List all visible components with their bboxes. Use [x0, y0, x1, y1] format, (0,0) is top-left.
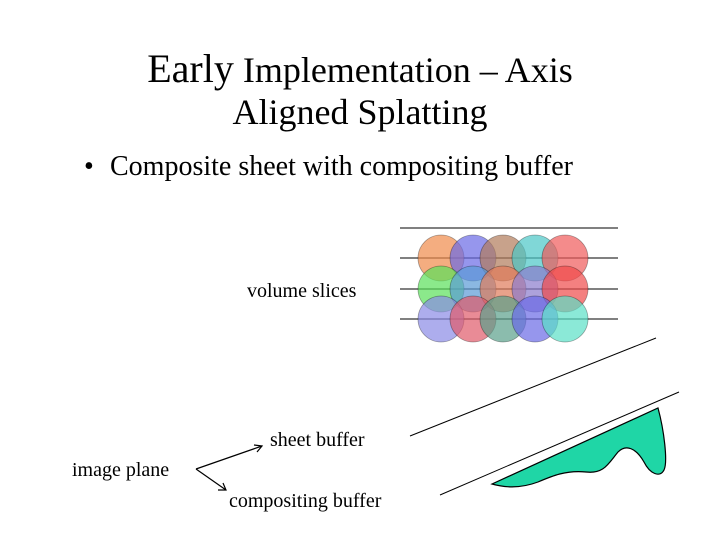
label-volume-slices: volume slices: [247, 279, 356, 303]
sheet-buffer-line: [410, 338, 656, 436]
connector-arrows: [196, 445, 262, 490]
label-compositing-buffer: compositing buffer: [229, 489, 381, 513]
arrow-to-compositing-buffer: [196, 469, 226, 490]
volume-splats: [418, 235, 588, 342]
splat-circle: [542, 296, 588, 342]
arrow-to-sheet-buffer: [196, 446, 262, 469]
label-sheet-buffer: sheet buffer: [270, 428, 365, 452]
compositing-buffer-shape: [492, 408, 666, 487]
label-image-plane: image plane: [72, 458, 169, 482]
